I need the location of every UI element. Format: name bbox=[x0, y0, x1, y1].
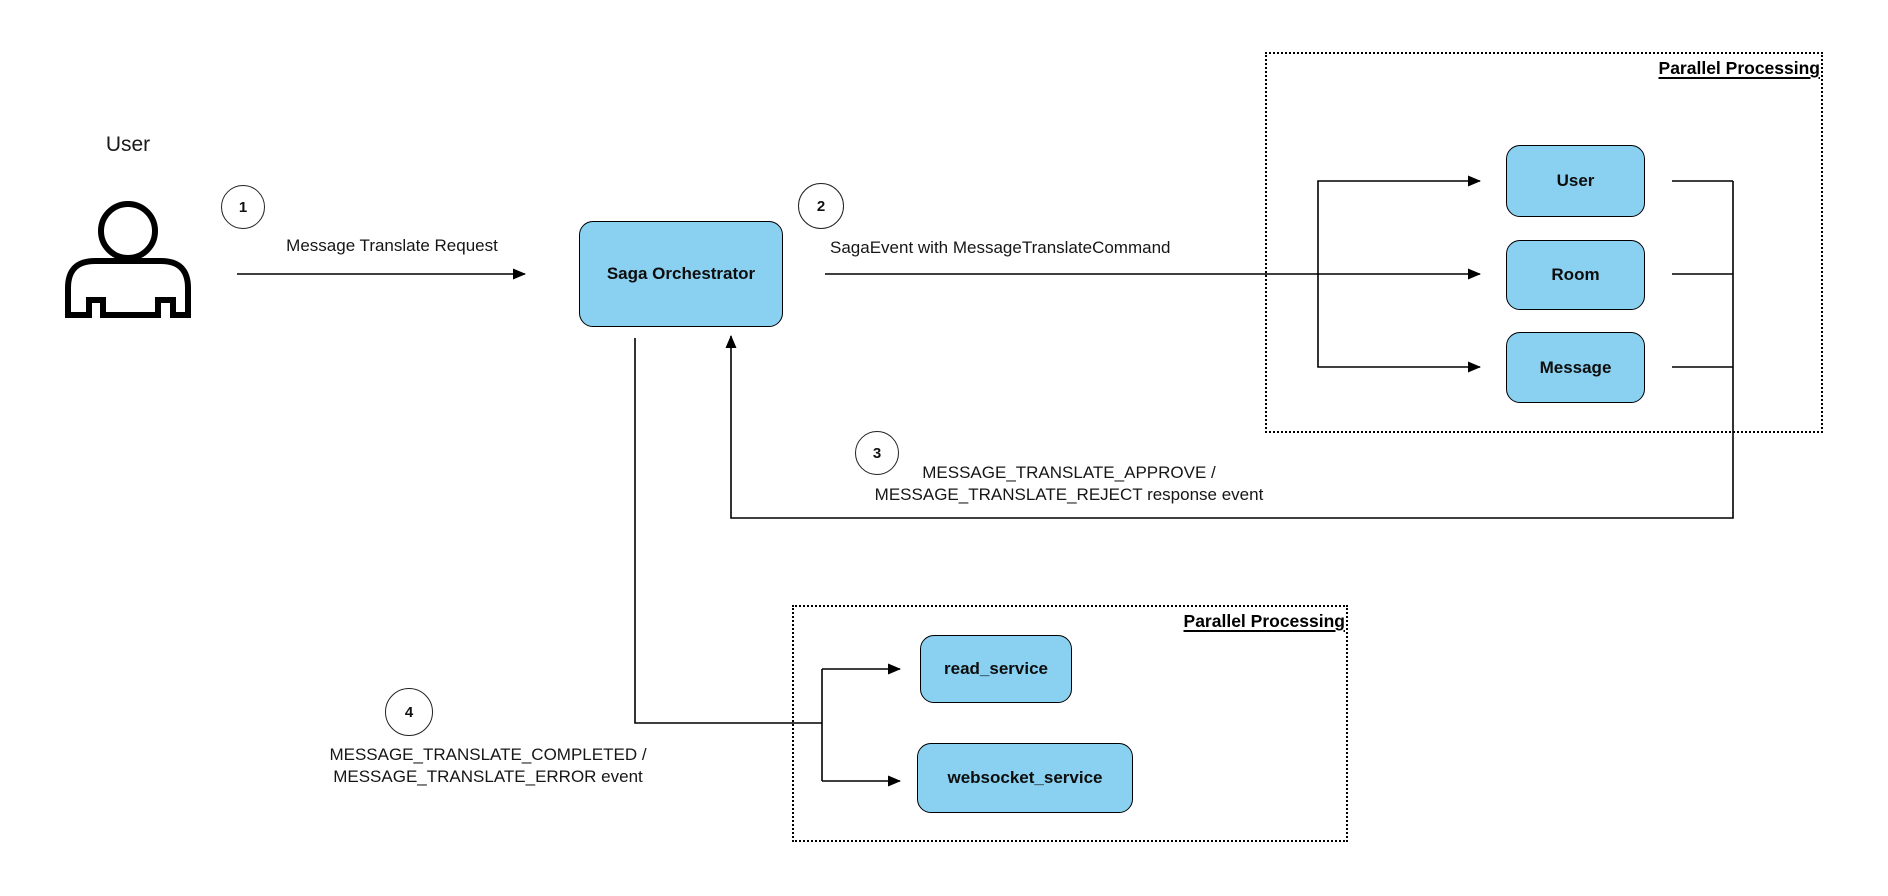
service-node-room: Room bbox=[1506, 240, 1645, 310]
arrow-step2-message bbox=[1317, 274, 1481, 373]
step3-label-line2: MESSAGE_TRANSLATE_REJECT response event bbox=[874, 485, 1264, 504]
person-icon bbox=[65, 201, 191, 318]
step2-label: SagaEvent with MessageTranslateCommand bbox=[830, 238, 1171, 257]
parallel-group-top-title: Parallel Processing bbox=[1658, 58, 1820, 78]
step-badge-1: 1 bbox=[221, 185, 265, 229]
arrow-step3-return bbox=[725, 181, 1734, 519]
step3-label-line1: MESSAGE_TRANSLATE_APPROVE / bbox=[922, 463, 1216, 482]
step-badge-4: 4 bbox=[385, 688, 433, 736]
step1-label: Message Translate Request bbox=[286, 236, 498, 255]
service-node-read-service: read_service bbox=[920, 635, 1072, 703]
service-node-websocket-service: websocket_service bbox=[917, 743, 1133, 813]
step4-label-line2: MESSAGE_TRANSLATE_ERROR event bbox=[333, 767, 643, 786]
step4-label: MESSAGE_TRANSLATE_COMPLETED / MESSAGE_TR… bbox=[329, 744, 646, 788]
service-node-user: User bbox=[1506, 145, 1645, 217]
step4-label-line1: MESSAGE_TRANSLATE_COMPLETED / bbox=[329, 745, 647, 764]
step-badge-3: 3 bbox=[855, 431, 899, 475]
parallel-group-bottom bbox=[792, 605, 1348, 842]
line-step4-drop bbox=[634, 338, 822, 724]
step-badge-2: 2 bbox=[798, 183, 844, 229]
arrow-step2-user bbox=[1317, 175, 1481, 274]
step3-label: MESSAGE_TRANSLATE_APPROVE / MESSAGE_TRAN… bbox=[875, 462, 1264, 506]
saga-orchestrator-node: Saga Orchestrator bbox=[579, 221, 783, 327]
actor-label: User bbox=[105, 133, 151, 156]
service-node-message: Message bbox=[1506, 332, 1645, 403]
parallel-group-top bbox=[1265, 52, 1823, 433]
parallel-group-bottom-title: Parallel Processing bbox=[1183, 611, 1345, 631]
